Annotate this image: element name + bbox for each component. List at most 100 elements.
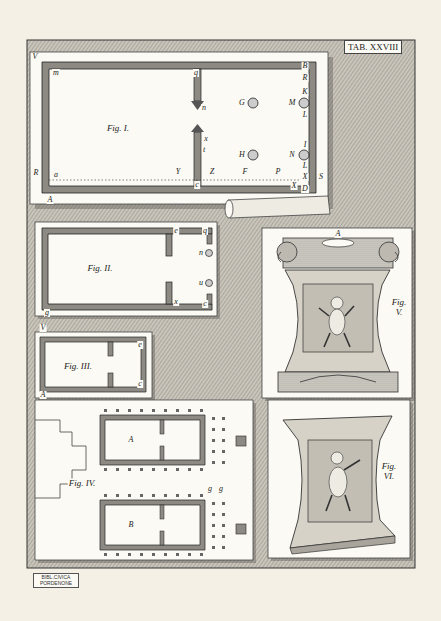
column — [140, 553, 143, 556]
column — [212, 450, 215, 453]
column — [212, 535, 215, 538]
column — [222, 546, 225, 549]
column — [200, 409, 203, 412]
column — [128, 494, 131, 497]
reference-letter: K — [301, 88, 308, 96]
column — [200, 553, 203, 556]
column — [152, 468, 155, 471]
reference-letter: x — [203, 135, 209, 143]
reference-letter: Z — [209, 168, 215, 176]
reference-letter: R — [33, 169, 40, 177]
figure-label: Fig. II. — [86, 264, 113, 273]
reference-letter: L — [302, 162, 308, 170]
reference-letter: g — [44, 309, 50, 317]
reference-letter: q — [193, 69, 199, 77]
reference-letter: G — [238, 99, 246, 107]
column — [128, 468, 131, 471]
reference-letter: x — [173, 298, 179, 306]
figure-label: Fig. VI. — [380, 462, 398, 482]
reference-letter: a — [53, 171, 59, 179]
reference-letter: t — [202, 146, 206, 154]
column — [164, 553, 167, 556]
column — [222, 461, 225, 464]
column — [176, 494, 179, 497]
column — [188, 468, 191, 471]
figure-label: Fig. I. — [106, 124, 130, 133]
column — [200, 494, 203, 497]
column — [222, 417, 225, 420]
reference-letter: g — [218, 485, 224, 493]
column — [188, 409, 191, 412]
column — [140, 494, 143, 497]
reference-letter: A — [335, 230, 342, 238]
column — [212, 428, 215, 431]
reference-letter: u — [198, 279, 204, 287]
column — [188, 494, 191, 497]
reference-letter: P — [275, 168, 282, 176]
figure-label: Fig. V. — [390, 298, 408, 318]
plate-title: TAB. XXVIII — [344, 40, 402, 54]
reference-letter: I — [303, 141, 308, 149]
column — [212, 513, 215, 516]
column — [176, 553, 179, 556]
reference-letter: e — [173, 227, 179, 235]
altar-six — [268, 400, 413, 561]
reference-letter: V — [40, 324, 47, 332]
reference-letter: c — [194, 181, 200, 189]
column — [222, 439, 225, 442]
column — [212, 524, 215, 527]
sheet-two — [35, 222, 220, 319]
reference-letter: n — [198, 249, 204, 257]
column — [222, 513, 225, 516]
column — [222, 535, 225, 538]
column — [152, 553, 155, 556]
column — [222, 450, 225, 453]
column — [176, 468, 179, 471]
column — [116, 553, 119, 556]
column — [140, 409, 143, 412]
column — [164, 468, 167, 471]
reference-letter: A — [128, 436, 135, 444]
reference-letter: Y — [175, 168, 181, 176]
column — [152, 409, 155, 412]
reference-letter: V — [32, 53, 39, 61]
reference-letter: R — [302, 74, 309, 82]
sheet-one — [30, 52, 333, 218]
column — [188, 553, 191, 556]
column — [212, 439, 215, 442]
reference-letter: S — [318, 173, 324, 181]
altar-five — [262, 228, 415, 401]
reference-letter: c — [137, 380, 143, 388]
reference-letter: N — [288, 151, 295, 159]
column — [140, 468, 143, 471]
frame — [27, 40, 415, 568]
column — [222, 502, 225, 505]
library-stamp: BIBL.CIVICA PORDENONE — [33, 573, 79, 588]
reference-letter: D — [301, 185, 309, 193]
figure-label: Fig. III. — [63, 362, 93, 371]
sheet-three — [35, 332, 155, 401]
column — [116, 468, 119, 471]
sheet-four — [35, 400, 256, 563]
column — [212, 461, 215, 464]
column — [152, 494, 155, 497]
reference-letter: H — [238, 151, 246, 159]
reference-letter: m — [52, 69, 60, 77]
column — [164, 409, 167, 412]
column — [212, 502, 215, 505]
column — [164, 494, 167, 497]
stamp-text: BIBL.CIVICA PORDENONE — [36, 575, 76, 586]
column — [116, 494, 119, 497]
column — [116, 409, 119, 412]
reference-letter: q — [202, 227, 208, 235]
column — [128, 409, 131, 412]
reference-letter: X — [291, 182, 298, 190]
reference-letter: A — [47, 196, 54, 204]
reference-letter: F — [242, 168, 249, 176]
column — [212, 417, 215, 420]
column — [222, 524, 225, 527]
column — [104, 553, 107, 556]
column — [176, 409, 179, 412]
reference-letter: B — [302, 62, 309, 70]
